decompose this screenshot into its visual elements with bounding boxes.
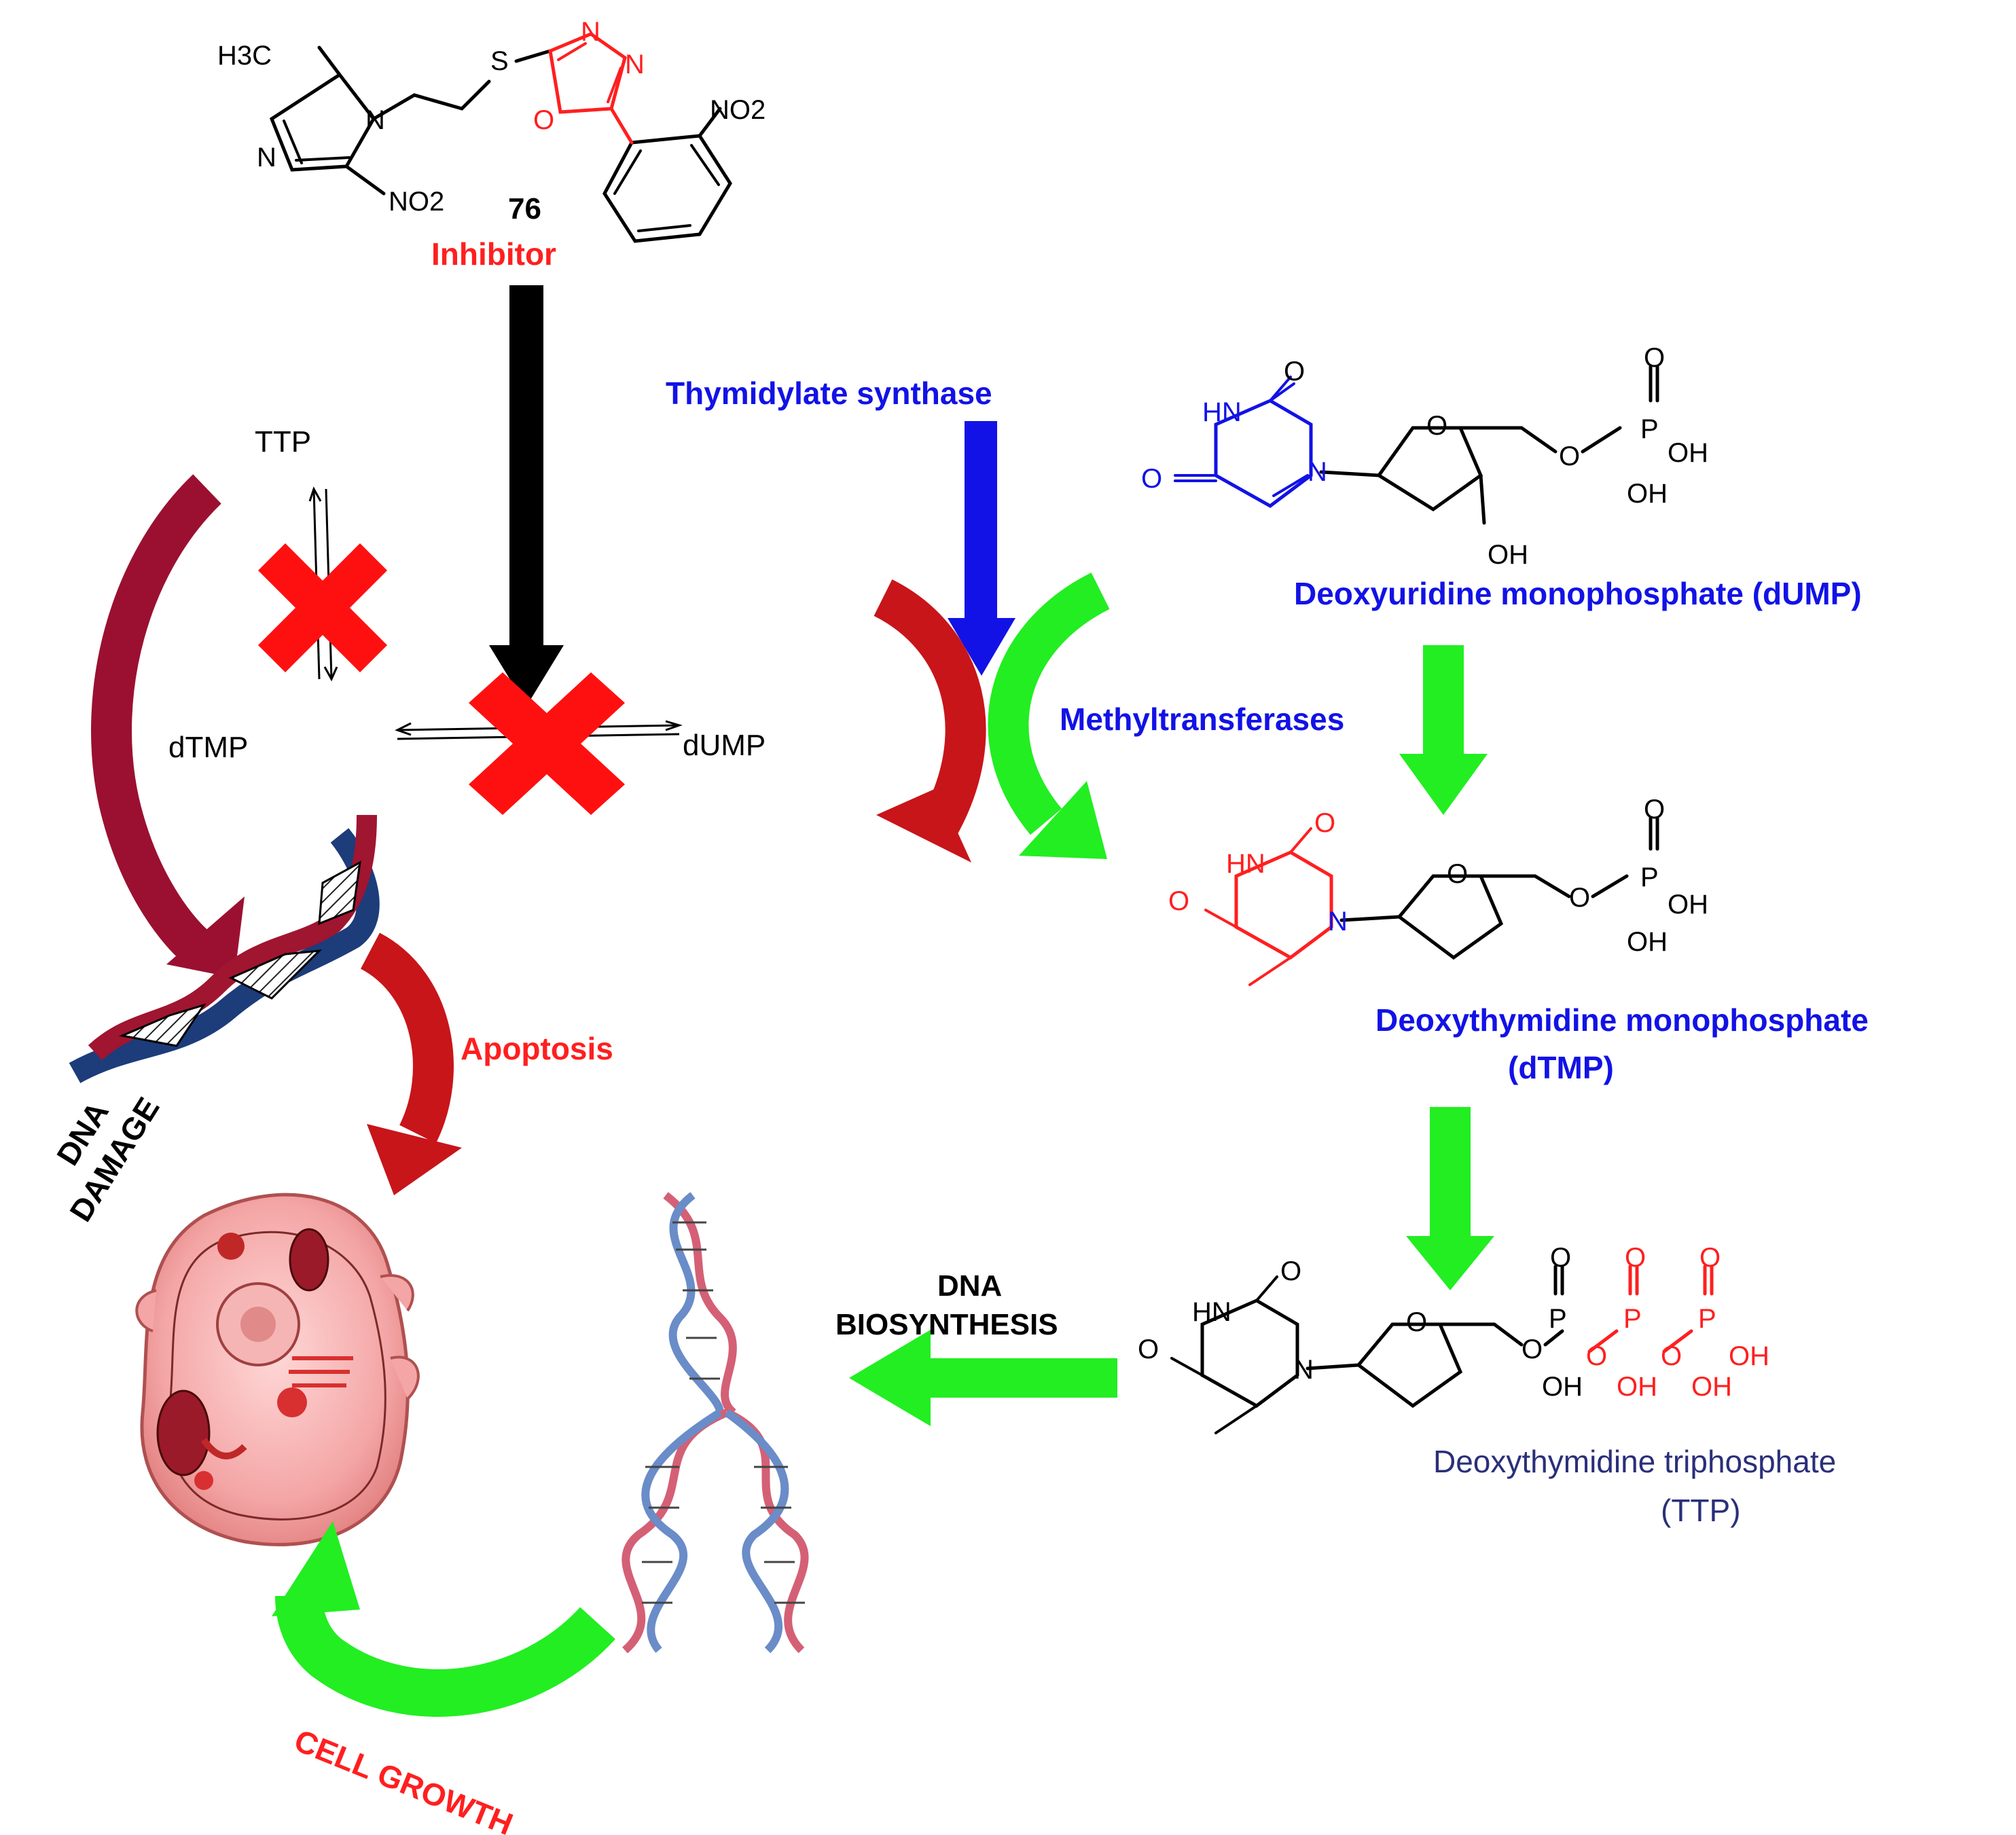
block-cross-vertical: [258, 543, 387, 672]
ttp-name-line2: (TTP): [1661, 1493, 1741, 1528]
maroon-cycle-arrow: [91, 474, 245, 978]
dump-atom-o-top: O: [1284, 357, 1305, 386]
ttp-atom-hn: HN: [1192, 1297, 1231, 1327]
atom-oxygen: O: [533, 105, 554, 135]
green-curved-arrow: [988, 573, 1110, 859]
compound-number: 76: [508, 192, 541, 225]
dtmp-atom-p: P: [1640, 862, 1659, 892]
apoptosis-arrow: [359, 932, 462, 1195]
ttp-atom-p2: P: [1623, 1304, 1642, 1334]
atom-n-a: N: [581, 17, 600, 47]
atom-nitro-imidazole: NO2: [389, 187, 444, 217]
dump-atom-p: P: [1640, 414, 1659, 444]
inhibitor-atoms: H3C N N NO2 S N N O NO2: [217, 17, 766, 217]
dump-atom-o-p: O: [1559, 441, 1580, 471]
atom-n-ring1: N: [365, 105, 385, 135]
dtmp-atom-hn: HN: [1226, 849, 1265, 879]
arrow-dtmp-to-ttp: [1406, 1107, 1494, 1290]
atom-n-b: N: [625, 50, 645, 79]
ttp-atom-o-3: O: [1661, 1341, 1682, 1371]
ttp-atom-n: N: [1294, 1355, 1314, 1385]
cycle-dtmp: dTMP: [168, 731, 248, 764]
dump-atom-hn: HN: [1202, 397, 1242, 427]
dump-structure: O HN O N O OH O P O OH OH Deoxyuridine m…: [1141, 343, 1862, 611]
ttp-atom-oh-p2: OH: [1617, 1372, 1657, 1402]
dna-damage-helix: [69, 814, 380, 1083]
inhibitor-arrow: [489, 285, 564, 706]
dtmp-name-line2: (dTMP): [1508, 1050, 1614, 1085]
apoptosis-label: Apoptosis: [461, 1031, 613, 1066]
ttp-atom-o-top: O: [1280, 1256, 1301, 1286]
block-cross-horizontal: [469, 672, 625, 815]
dna-biosynthesis-line2: BIOSYNTHESIS: [835, 1308, 1058, 1341]
dtmp-atom-n: N: [1328, 907, 1348, 937]
inhibitor-label: Inhibitor: [431, 236, 556, 272]
dtmp-atom-o-top: O: [1314, 808, 1335, 838]
arrow-dump-to-dtmp: [1399, 645, 1488, 815]
replicating-dna: [622, 1192, 809, 1654]
inhibitor-76-structure: [269, 46, 732, 243]
ttp-atom-p1: P: [1549, 1304, 1567, 1334]
ttp-atom-o-2: O: [1586, 1341, 1607, 1371]
dna-biosynthesis-line1: DNA: [937, 1269, 1002, 1303]
red-curved-arrow: [873, 579, 986, 862]
cell-growth-label: CELL GROWTH: [289, 1722, 518, 1835]
cycle-dump: dUMP: [683, 729, 766, 762]
atom-methyl: H3C: [217, 41, 272, 71]
dump-atom-o-ring: O: [1426, 411, 1447, 441]
dna-damage-label: DNA DAMAGE: [50, 1091, 166, 1228]
oxadiazole-ring: [548, 32, 634, 145]
ttp-structure: O HN O N O O P O OH O P O OH O P O OH OH…: [1138, 1243, 1836, 1528]
atom-nitro-phenyl: NO2: [710, 95, 766, 125]
dtmp-atom-o-p-top: O: [1644, 795, 1665, 824]
dump-name: Deoxyuridine monophosphate (dUMP): [1294, 576, 1862, 611]
dtmp-name-line1: Deoxythymidine monophosphate: [1375, 1002, 1869, 1038]
dtmp-atom-oh-1: OH: [1668, 890, 1708, 920]
ttp-atom-o-p3-top: O: [1699, 1243, 1721, 1273]
ttp-atom-oh-end: OH: [1729, 1341, 1769, 1371]
dna-biosynthesis-arrow: [849, 1330, 1117, 1426]
dump-atom-o-p-top: O: [1644, 343, 1665, 373]
dump-atom-oh-2: OH: [1627, 479, 1668, 509]
dtmp-atom-oh-2: OH: [1627, 927, 1668, 957]
dtmp-atom-o-p: O: [1569, 883, 1590, 913]
cell-illustration: [135, 1193, 420, 1546]
ttp-atom-p3: P: [1698, 1304, 1716, 1334]
atom-sulfur: S: [490, 46, 509, 76]
ttp-atom-o-ring: O: [1406, 1307, 1427, 1337]
thymidylate-synthase-label: Thymidylate synthase: [666, 376, 992, 411]
ttp-atom-o-p1-top: O: [1550, 1243, 1571, 1273]
dump-atom-n: N: [1308, 457, 1327, 487]
ttp-name-line1: Deoxythymidine triphosphate: [1433, 1444, 1836, 1479]
ttp-atom-o-p2-top: O: [1625, 1243, 1646, 1273]
dump-atom-oh-1: OH: [1668, 438, 1708, 468]
atom-n-ring2: N: [257, 143, 276, 172]
dtmp-structure: O HN O N O O P O OH OH Deoxythymidine mo…: [1168, 795, 1869, 1085]
dtmp-atom-o-ring: O: [1447, 859, 1468, 889]
ttp-atom-oh-p3: OH: [1691, 1372, 1732, 1402]
dtmp-atom-o-left: O: [1168, 886, 1189, 916]
ttp-atom-o-1: O: [1522, 1334, 1543, 1364]
thymidylate-synthase-arrow: [948, 421, 1015, 676]
cycle-ttp: TTP: [255, 425, 311, 458]
dump-atom-o-left: O: [1141, 464, 1162, 494]
ttp-atom-o-left: O: [1138, 1334, 1159, 1364]
dump-atom-oh: OH: [1488, 540, 1528, 570]
cell-growth-arrow: [272, 1521, 615, 1717]
ttp-atom-oh-p1: OH: [1542, 1372, 1583, 1402]
methyltransferases-label: Methyltransferases: [1060, 702, 1344, 737]
